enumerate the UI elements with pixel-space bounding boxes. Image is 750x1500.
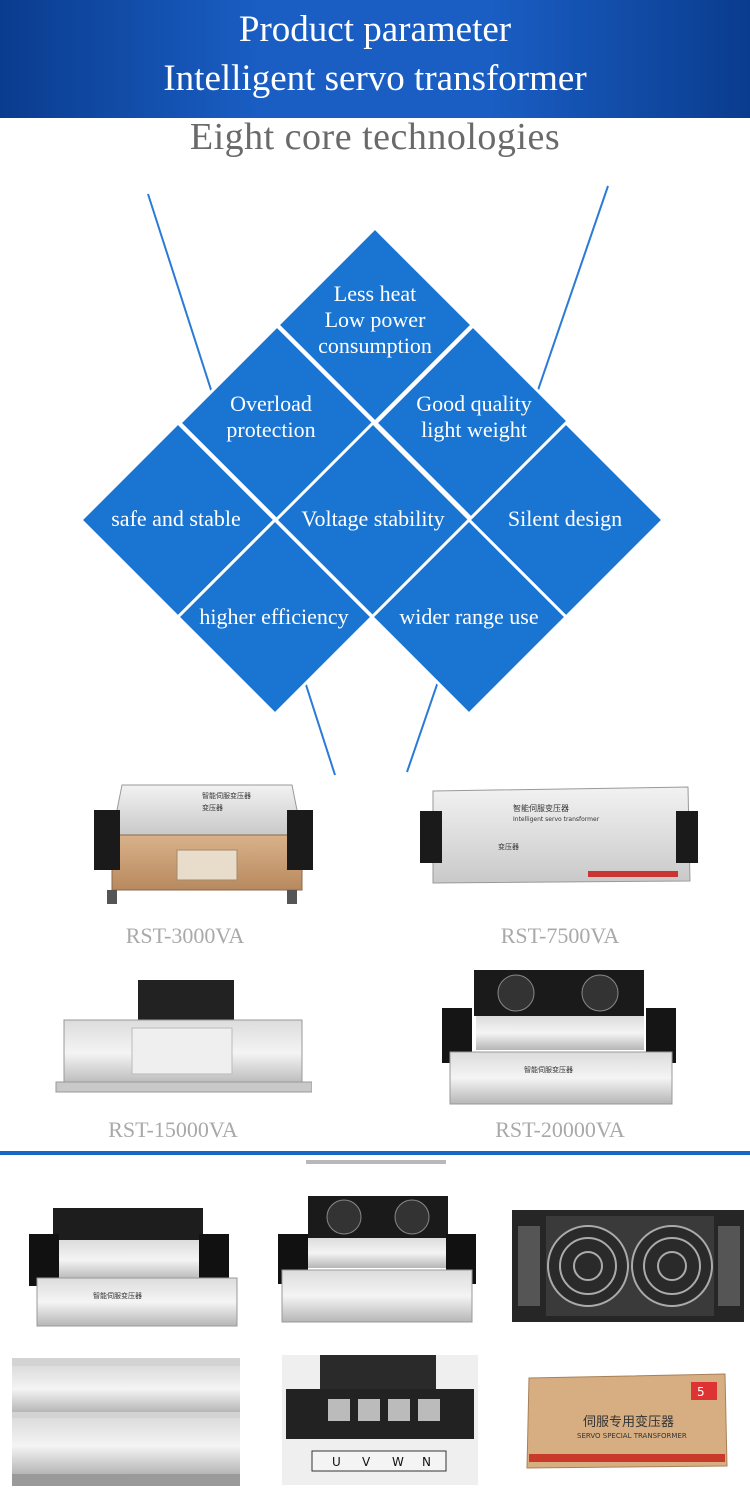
product-image-20000va: 智能伺服变压器 — [442, 970, 676, 1105]
product-label-cn: 智能伺服变压器 — [513, 803, 569, 813]
terminal-label: W — [392, 1455, 404, 1469]
product-caption: RST-20000VA — [495, 1117, 625, 1142]
box-badge: 5 — [697, 1385, 705, 1399]
photo-angled-view — [278, 1196, 476, 1323]
product-caption: RST-7500VA — [500, 923, 620, 948]
feature-diamond-graphic — [78, 185, 666, 776]
product-label-en: Intelligent servo transformer — [513, 816, 600, 823]
feature-range: wider range use — [399, 604, 539, 629]
feature-line: Good quality — [416, 391, 532, 416]
header-title: Product parameter — [238, 9, 512, 50]
feature-line: protection — [226, 417, 316, 442]
feature-less-heat: Less heat Low power consumption — [318, 281, 432, 359]
feature-line: consumption — [318, 333, 432, 358]
section-divider — [0, 1151, 750, 1155]
photo-front-view: 智能伺服变压器 — [29, 1208, 238, 1327]
feature-quality: Good quality light weight — [416, 391, 532, 443]
product-image-7500va: 智能伺服变压器 Intelligent servo transformer 变压… — [420, 786, 698, 884]
photo-heatsink — [12, 1358, 240, 1486]
diamond-efficiency — [175, 517, 375, 717]
photo-terminal-block: U V W N — [282, 1355, 478, 1485]
photo-packaging-box: 5 伺服专用变压器 SERVO SPECIAL TRANSFORMER — [526, 1373, 728, 1469]
feature-overload: Overload protection — [226, 391, 315, 443]
feature-efficiency: higher efficiency — [199, 604, 349, 629]
diamond-range — [369, 517, 569, 717]
feature-silent: Silent design — [507, 506, 623, 531]
section-divider-short — [306, 1160, 446, 1164]
photo-label-cn: 智能伺服变压器 — [93, 1291, 142, 1300]
box-label-cn: 伺服专用变压器 — [583, 1414, 674, 1430]
terminal-label: V — [362, 1455, 371, 1469]
feature-voltage: Voltage stability — [301, 506, 445, 531]
product-image-15000va — [55, 980, 312, 1093]
feature-line: Less heat — [333, 281, 417, 306]
terminal-label: U — [332, 1455, 341, 1469]
header-subtitle: Intelligent servo transformer — [163, 58, 587, 99]
product-label-cn: 智能伺服变压器 — [524, 1065, 573, 1074]
product-image-3000va: 智能伺服变压器 变压器 — [94, 784, 313, 904]
product-caption: RST-15000VA — [108, 1117, 238, 1142]
photo-top-view-fans — [512, 1210, 744, 1322]
feature-line: Low power — [324, 307, 426, 332]
product-caption: RST-3000VA — [125, 923, 245, 948]
feature-line: light weight — [421, 417, 527, 442]
feature-safe: safe and stable — [111, 506, 241, 531]
product-plate-cn: 变压器 — [202, 803, 223, 812]
product-plate-cn: 变压器 — [498, 842, 519, 851]
box-label-en: SERVO SPECIAL TRANSFORMER — [577, 1432, 687, 1440]
terminal-label: N — [422, 1455, 431, 1469]
product-label-cn: 智能伺服变压器 — [202, 791, 251, 800]
feature-line: Overload — [230, 391, 312, 416]
section-title: Eight core technologies — [189, 116, 561, 158]
header-banner: Product parameter Intelligent servo tran… — [0, 0, 750, 118]
